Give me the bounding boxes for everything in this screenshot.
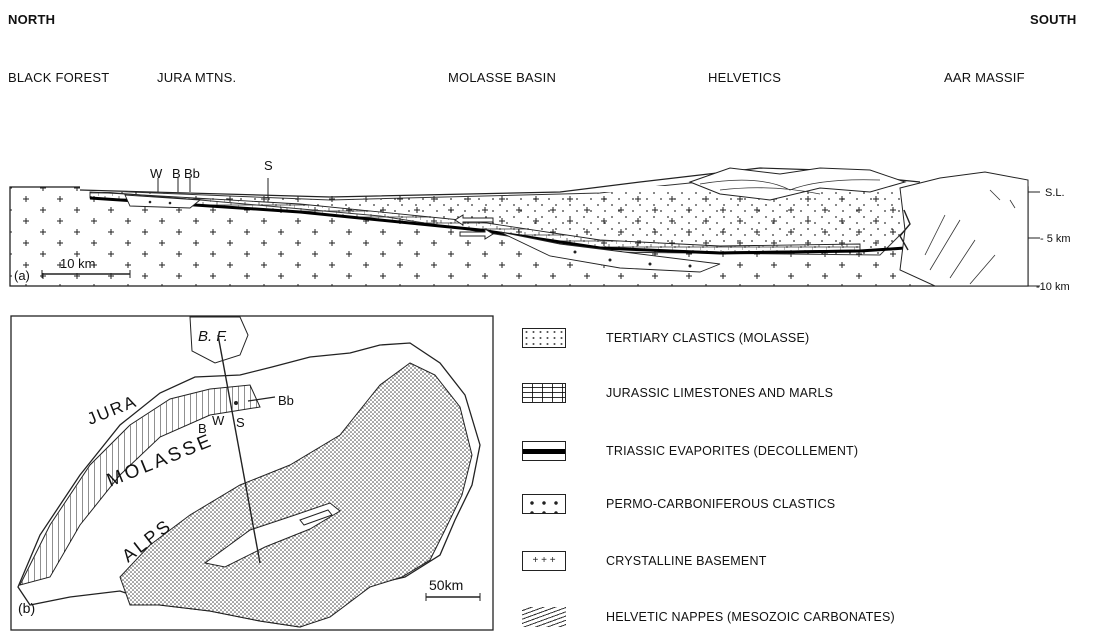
- north-label: NORTH: [8, 12, 55, 27]
- legend-crystalline: + + + CRYSTALLINE BASEMENT: [522, 550, 767, 572]
- legend-tertiary: TERTIARY CLASTICS (MOLASSE): [522, 327, 809, 349]
- scale-a-label: 10 km: [60, 256, 95, 271]
- legend-triassic: TRIASSIC EVAPORITES (DECOLLEMENT): [522, 440, 858, 462]
- region-molasse-basin: MOLASSE BASIN: [448, 70, 556, 85]
- panel-a-label: (a): [14, 268, 30, 283]
- region-aar-massif: AAR MASSIF: [944, 70, 1025, 85]
- depth-sl: S.L.: [1045, 187, 1065, 199]
- switzerland-map: B. F. JURA MOLASSE ALPS B W S Bb (b) 50k…: [10, 315, 494, 631]
- map-well-w: W: [212, 413, 225, 428]
- legend-label: JURASSIC LIMESTONES AND MARLS: [606, 386, 833, 400]
- region-jura-mtns: JURA MTNS.: [157, 70, 236, 85]
- swatch-thick-line: [522, 441, 566, 461]
- bf-label: B. F.: [198, 328, 228, 345]
- swatch-pebbles: [522, 494, 566, 514]
- map-well-b: B: [198, 421, 207, 436]
- cross-section: W B Bb S (a) 10 km S.L. - 5 km -10 km: [0, 160, 1094, 300]
- panel-b-label: (b): [18, 600, 35, 616]
- aar-massif: [900, 172, 1028, 286]
- swatch-crosses: + + +: [522, 551, 566, 571]
- depth-5km: - 5 km: [1040, 233, 1071, 245]
- south-label: SOUTH: [1030, 12, 1077, 27]
- legend-label: TRIASSIC EVAPORITES (DECOLLEMENT): [606, 444, 858, 458]
- swatch-dots-sparse: [522, 328, 566, 348]
- legend-label: CRYSTALLINE BASEMENT: [606, 554, 767, 568]
- well-label: Bb: [184, 166, 200, 181]
- scale-b-label: 50km: [429, 577, 463, 593]
- map-well-s: S: [236, 415, 245, 430]
- well-label: B: [172, 166, 181, 181]
- legend-label: HELVETIC NAPPES (MESOZOIC CARBONATES): [606, 610, 895, 624]
- legend-label: PERMO-CARBONIFEROUS CLASTICS: [606, 497, 835, 511]
- swatch-limestone: [522, 383, 566, 403]
- swatch-nappes: [522, 607, 566, 627]
- legend-permo: PERMO-CARBONIFEROUS CLASTICS: [522, 493, 835, 515]
- well-label: S: [264, 160, 273, 173]
- depth-10km: -10 km: [1036, 281, 1070, 293]
- region-helvetics: HELVETICS: [708, 70, 781, 85]
- legend-helvetic: HELVETIC NAPPES (MESOZOIC CARBONATES): [522, 606, 895, 628]
- map-well-bb: Bb: [278, 393, 294, 408]
- well-label: W: [150, 166, 163, 181]
- legend-label: TERTIARY CLASTICS (MOLASSE): [606, 331, 809, 345]
- region-black-forest: BLACK FOREST: [8, 70, 109, 85]
- legend-jurassic: JURASSIC LIMESTONES AND MARLS: [522, 382, 833, 404]
